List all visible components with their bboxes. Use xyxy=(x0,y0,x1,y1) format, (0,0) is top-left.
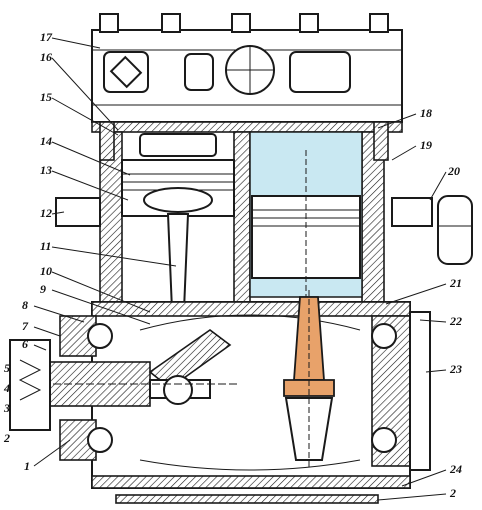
callout-7: 7 xyxy=(22,319,28,333)
crankcase xyxy=(91,301,411,504)
callout-23: 23 xyxy=(450,362,462,376)
callout-3: 3 xyxy=(4,401,10,415)
front-end-cap xyxy=(9,315,113,461)
right-connecting-rod xyxy=(283,290,335,470)
right-piston xyxy=(251,150,361,300)
callout-2: 2 xyxy=(4,431,10,445)
callout-6: 6 xyxy=(22,337,28,351)
crankshaft xyxy=(20,329,240,407)
callout-12: 12 xyxy=(40,206,52,220)
callout-17: 17 xyxy=(40,30,52,44)
callout-16: 16 xyxy=(40,50,52,64)
callout-10: 10 xyxy=(40,264,52,278)
callout-22: 22 xyxy=(450,314,462,328)
callout-13: 13 xyxy=(40,163,52,177)
callout-14: 14 xyxy=(40,134,52,148)
callout-9: 9 xyxy=(40,282,46,296)
cylinder-head xyxy=(91,13,403,123)
callout-18: 18 xyxy=(420,106,432,120)
right-fitting xyxy=(391,195,473,265)
callout-25: 2 xyxy=(450,486,456,500)
callout-4: 4 xyxy=(4,381,10,395)
callout-21: 21 xyxy=(450,276,462,290)
callout-20: 20 xyxy=(448,164,460,178)
cylinder-block xyxy=(99,131,385,303)
callout-5: 5 xyxy=(4,361,10,375)
rear-bearing xyxy=(371,311,431,471)
callout-24: 24 xyxy=(450,462,462,476)
callout-1: 1 xyxy=(24,459,30,473)
left-piston xyxy=(121,133,235,217)
callout-8: 8 xyxy=(22,298,28,312)
left-fitting xyxy=(55,197,101,227)
callout-19: 19 xyxy=(420,138,432,152)
callout-15: 15 xyxy=(40,90,52,104)
head-bolts xyxy=(99,121,389,161)
callout-11: 11 xyxy=(40,239,52,253)
